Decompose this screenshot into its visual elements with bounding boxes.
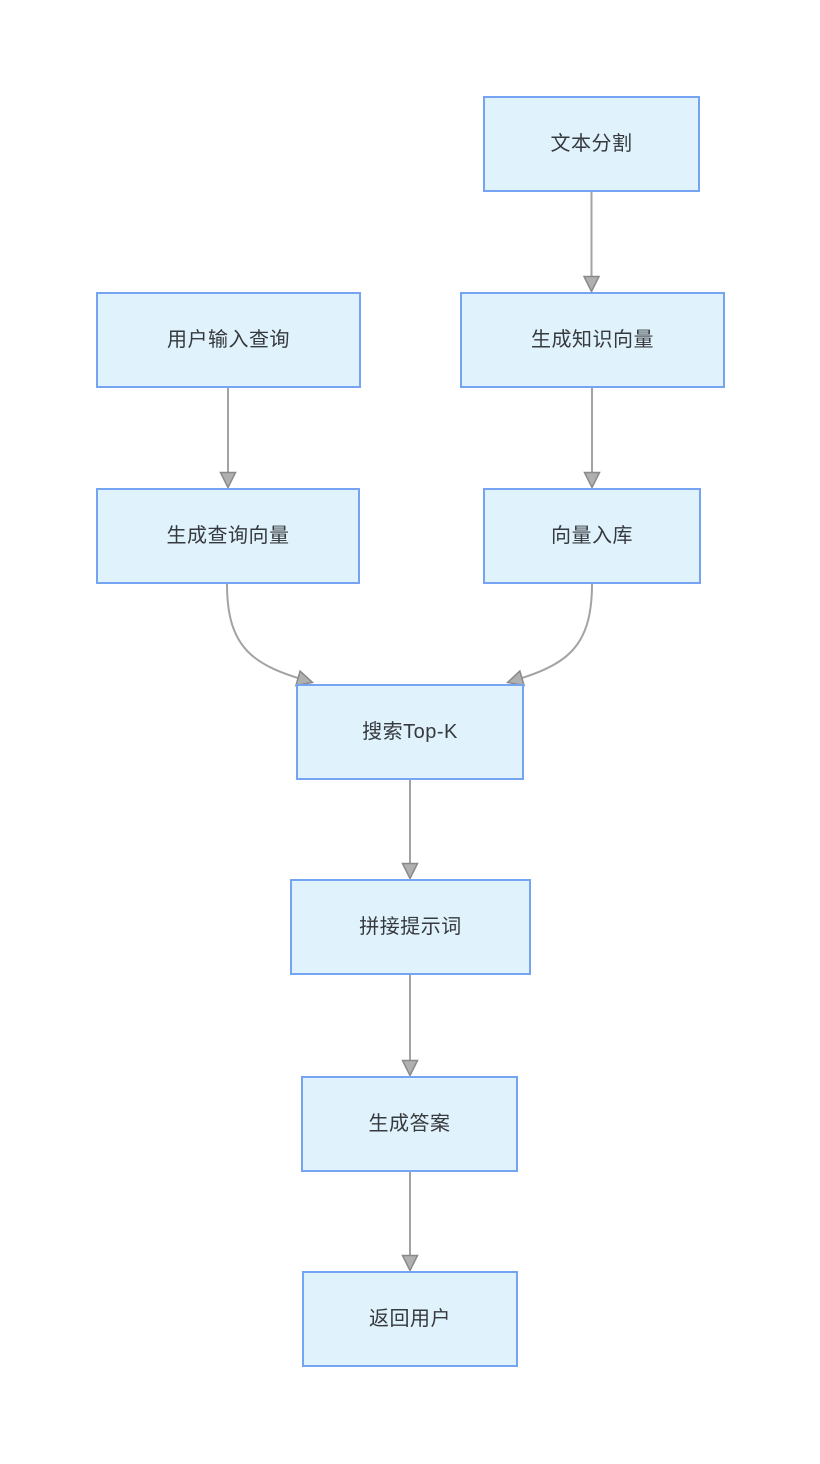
node-label: 搜索Top-K (362, 721, 458, 743)
node-return-user: 返回用户 (302, 1271, 518, 1367)
node-search-topk: 搜索Top-K (296, 684, 524, 780)
node-user-query: 用户输入查询 (96, 292, 361, 388)
node-gen-query-vector: 生成查询向量 (96, 488, 360, 584)
node-label: 向量入库 (551, 525, 633, 547)
edge-vectorstore-to-searchtopk (509, 583, 593, 682)
node-label: 生成查询向量 (166, 525, 290, 547)
edge-queryvec-to-searchtopk (226, 583, 311, 682)
node-gen-answer: 生成答案 (301, 1076, 518, 1172)
node-concat-prompt: 拼接提示词 (290, 879, 531, 975)
node-label: 返回用户 (369, 1308, 451, 1330)
node-label: 生成答案 (368, 1113, 451, 1135)
node-label: 用户输入查询 (167, 329, 290, 351)
node-text-split: 文本分割 (483, 96, 700, 192)
node-vector-store: 向量入库 (483, 488, 701, 584)
node-label: 生成知识向量 (531, 329, 654, 351)
node-gen-knowledge-vector: 生成知识向量 (460, 292, 725, 388)
node-label: 拼接提示词 (359, 916, 462, 938)
node-label: 文本分割 (550, 133, 633, 155)
